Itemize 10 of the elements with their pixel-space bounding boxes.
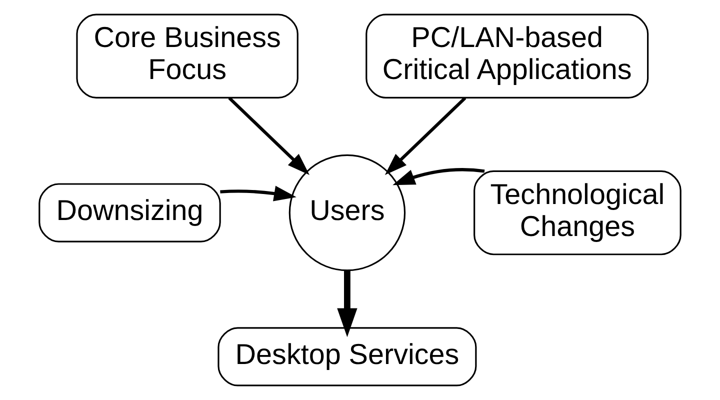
node-box: PC/LAN-based Critical Applications [366,14,649,98]
arrow [392,168,485,186]
arrow [384,96,466,176]
arrow [220,186,296,202]
arrow [228,96,310,176]
node-box: Core Business Focus [76,14,298,98]
node-box: Downsizing [38,183,221,242]
node-box: Desktop Services [218,327,477,386]
node-box: Technological Changes [474,170,682,256]
arrow [337,270,358,338]
